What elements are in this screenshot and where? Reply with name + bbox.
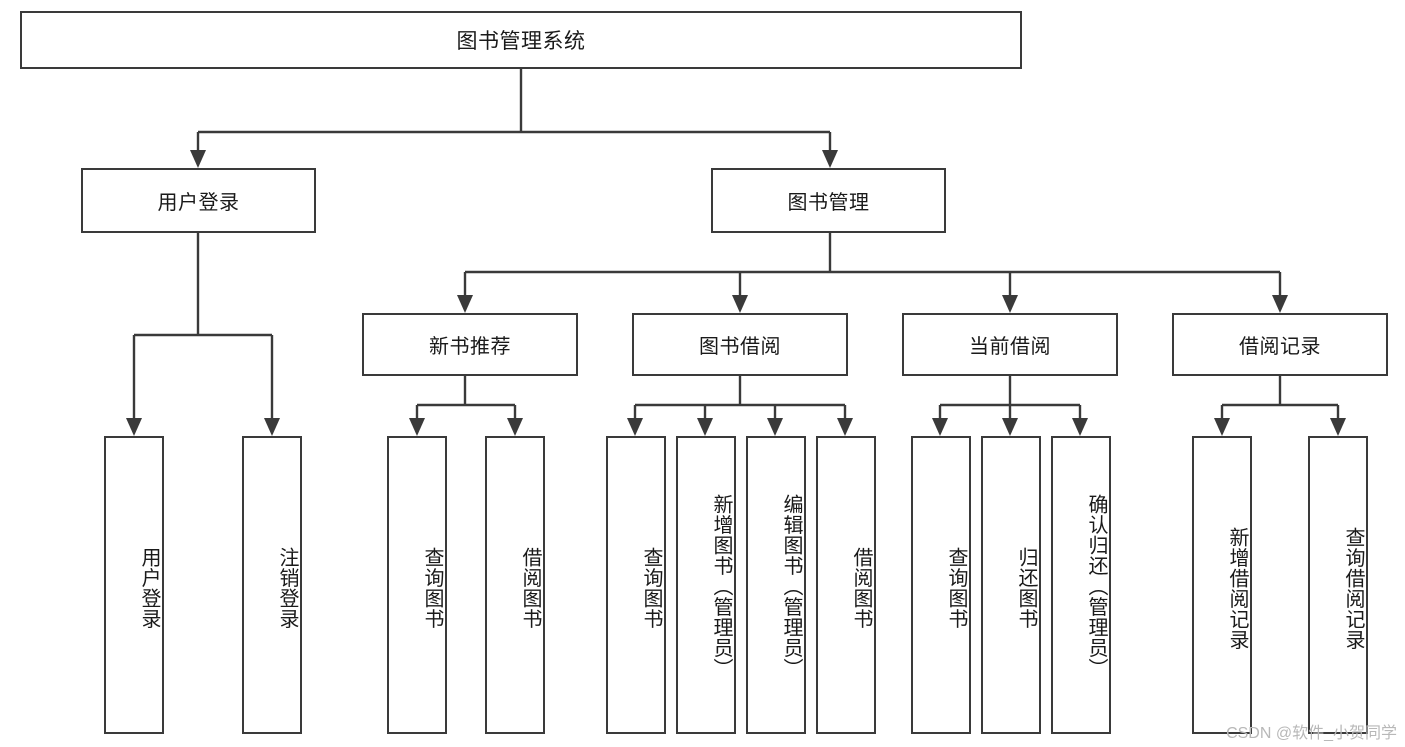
node-new-book-recommend[interactable]: 新书推荐 bbox=[362, 313, 578, 376]
csdn-watermark: CSDN @软件_小贺同学 bbox=[1226, 725, 1397, 742]
node-leaf-query-book-3[interactable]: 查询图书 bbox=[911, 436, 971, 734]
node-leaf-return-book[interactable]: 归还图书 bbox=[981, 436, 1041, 734]
node-leaf-borrow-book-1[interactable]: 借阅图书 bbox=[485, 436, 545, 734]
node-leaf-user-login[interactable]: 用户登录 bbox=[104, 436, 164, 734]
node-leaf-query-book-2[interactable]: 查询图书 bbox=[606, 436, 666, 734]
node-root-book-management-system[interactable]: 图书管理系统 bbox=[20, 11, 1022, 69]
node-leaf-query-book-1[interactable]: 查询图书 bbox=[387, 436, 447, 734]
node-leaf-edit-book[interactable]: 编辑图书（管理员） bbox=[746, 436, 806, 734]
node-leaf-borrow-book-2[interactable]: 借阅图书 bbox=[816, 436, 876, 734]
node-book-manage[interactable]: 图书管理 bbox=[711, 168, 946, 233]
node-leaf-query-record[interactable]: 查询借阅记录 bbox=[1308, 436, 1368, 734]
node-leaf-user-logout[interactable]: 注销登录 bbox=[242, 436, 302, 734]
node-book-borrow[interactable]: 图书借阅 bbox=[632, 313, 848, 376]
node-leaf-add-book[interactable]: 新增图书（管理员） bbox=[676, 436, 736, 734]
node-leaf-add-record[interactable]: 新增借阅记录 bbox=[1192, 436, 1252, 734]
node-current-borrow[interactable]: 当前借阅 bbox=[902, 313, 1118, 376]
node-borrow-record[interactable]: 借阅记录 bbox=[1172, 313, 1388, 376]
node-user-login[interactable]: 用户登录 bbox=[81, 168, 316, 233]
node-leaf-confirm-return[interactable]: 确认归还（管理员） bbox=[1051, 436, 1111, 734]
